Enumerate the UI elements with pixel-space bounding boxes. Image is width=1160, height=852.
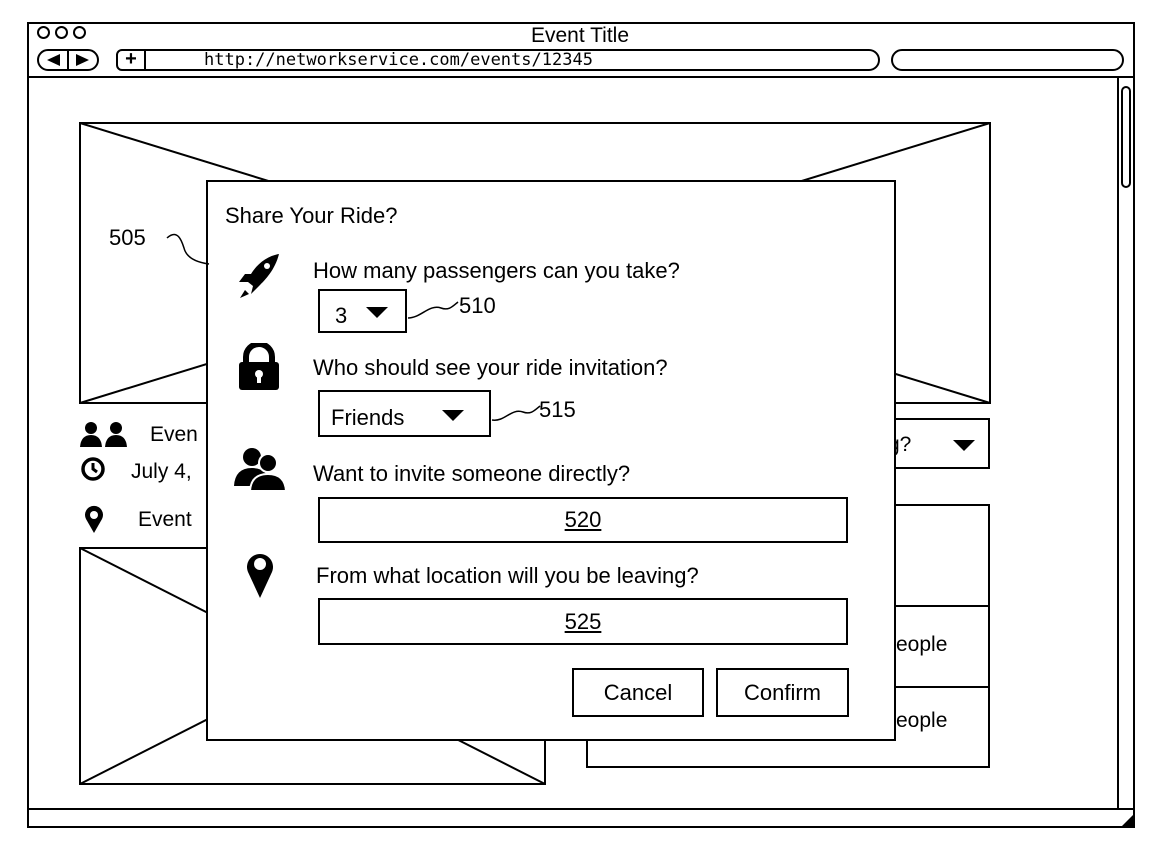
location-pin-icon — [85, 505, 103, 533]
leader-line — [407, 301, 459, 319]
url-bar[interactable]: http://networkservice.com/events/12345 — [146, 49, 880, 71]
new-tab-button[interactable]: + — [116, 49, 146, 71]
chevron-down-icon — [953, 440, 975, 451]
list-item: eople — [896, 709, 948, 732]
reference-numeral: 510 — [459, 293, 496, 318]
people-icon — [234, 448, 288, 492]
chevron-down-icon — [442, 410, 464, 421]
dialog-title: Share Your Ride? — [225, 203, 398, 228]
scrollbar-thumb[interactable] — [1121, 86, 1131, 188]
leader-line — [166, 233, 210, 265]
window-title: Event Title — [530, 24, 630, 47]
lock-icon — [239, 343, 279, 390]
back-icon[interactable] — [44, 53, 62, 67]
passengers-select[interactable]: 3 — [318, 289, 407, 333]
confirm-button[interactable]: Confirm — [716, 668, 849, 717]
passengers-question: How many passengers can you take? — [313, 258, 680, 283]
window-zoom-button[interactable] — [73, 26, 86, 39]
nav-separator — [67, 49, 69, 71]
share-ride-dialog — [206, 180, 896, 741]
scrollbar-track — [1117, 78, 1119, 808]
people-icon — [80, 422, 127, 447]
location-pin-icon — [247, 554, 273, 598]
reference-numeral: 515 — [539, 397, 576, 422]
rocket-icon — [239, 254, 279, 298]
location-question: From what location will you be leaving? — [316, 563, 699, 588]
window-minimize-button[interactable] — [55, 26, 68, 39]
search-bar[interactable] — [891, 49, 1124, 71]
visibility-question: Who should see your ride invitation? — [313, 355, 668, 380]
attendees-label: Even — [150, 423, 198, 446]
window-close-button[interactable] — [37, 26, 50, 39]
event-date-label: July 4, — [131, 460, 192, 483]
list-item: eople — [896, 633, 948, 656]
invite-question: Want to invite someone directly? — [313, 461, 631, 486]
chevron-down-icon — [366, 307, 388, 318]
clock-icon — [81, 457, 105, 481]
event-location-label: Event — [138, 508, 192, 531]
location-field[interactable]: 525 — [318, 598, 848, 645]
browser-window — [27, 22, 1135, 828]
status-divider — [27, 808, 1135, 810]
reference-numeral: 505 — [109, 225, 146, 250]
toolbar-divider — [27, 76, 1135, 78]
forward-icon[interactable] — [74, 53, 92, 67]
invite-field[interactable]: 520 — [318, 497, 848, 543]
visibility-select[interactable]: Friends — [318, 390, 491, 437]
leader-line — [491, 405, 541, 421]
cancel-button[interactable]: Cancel — [572, 668, 704, 717]
resize-grip[interactable] — [1122, 814, 1134, 826]
